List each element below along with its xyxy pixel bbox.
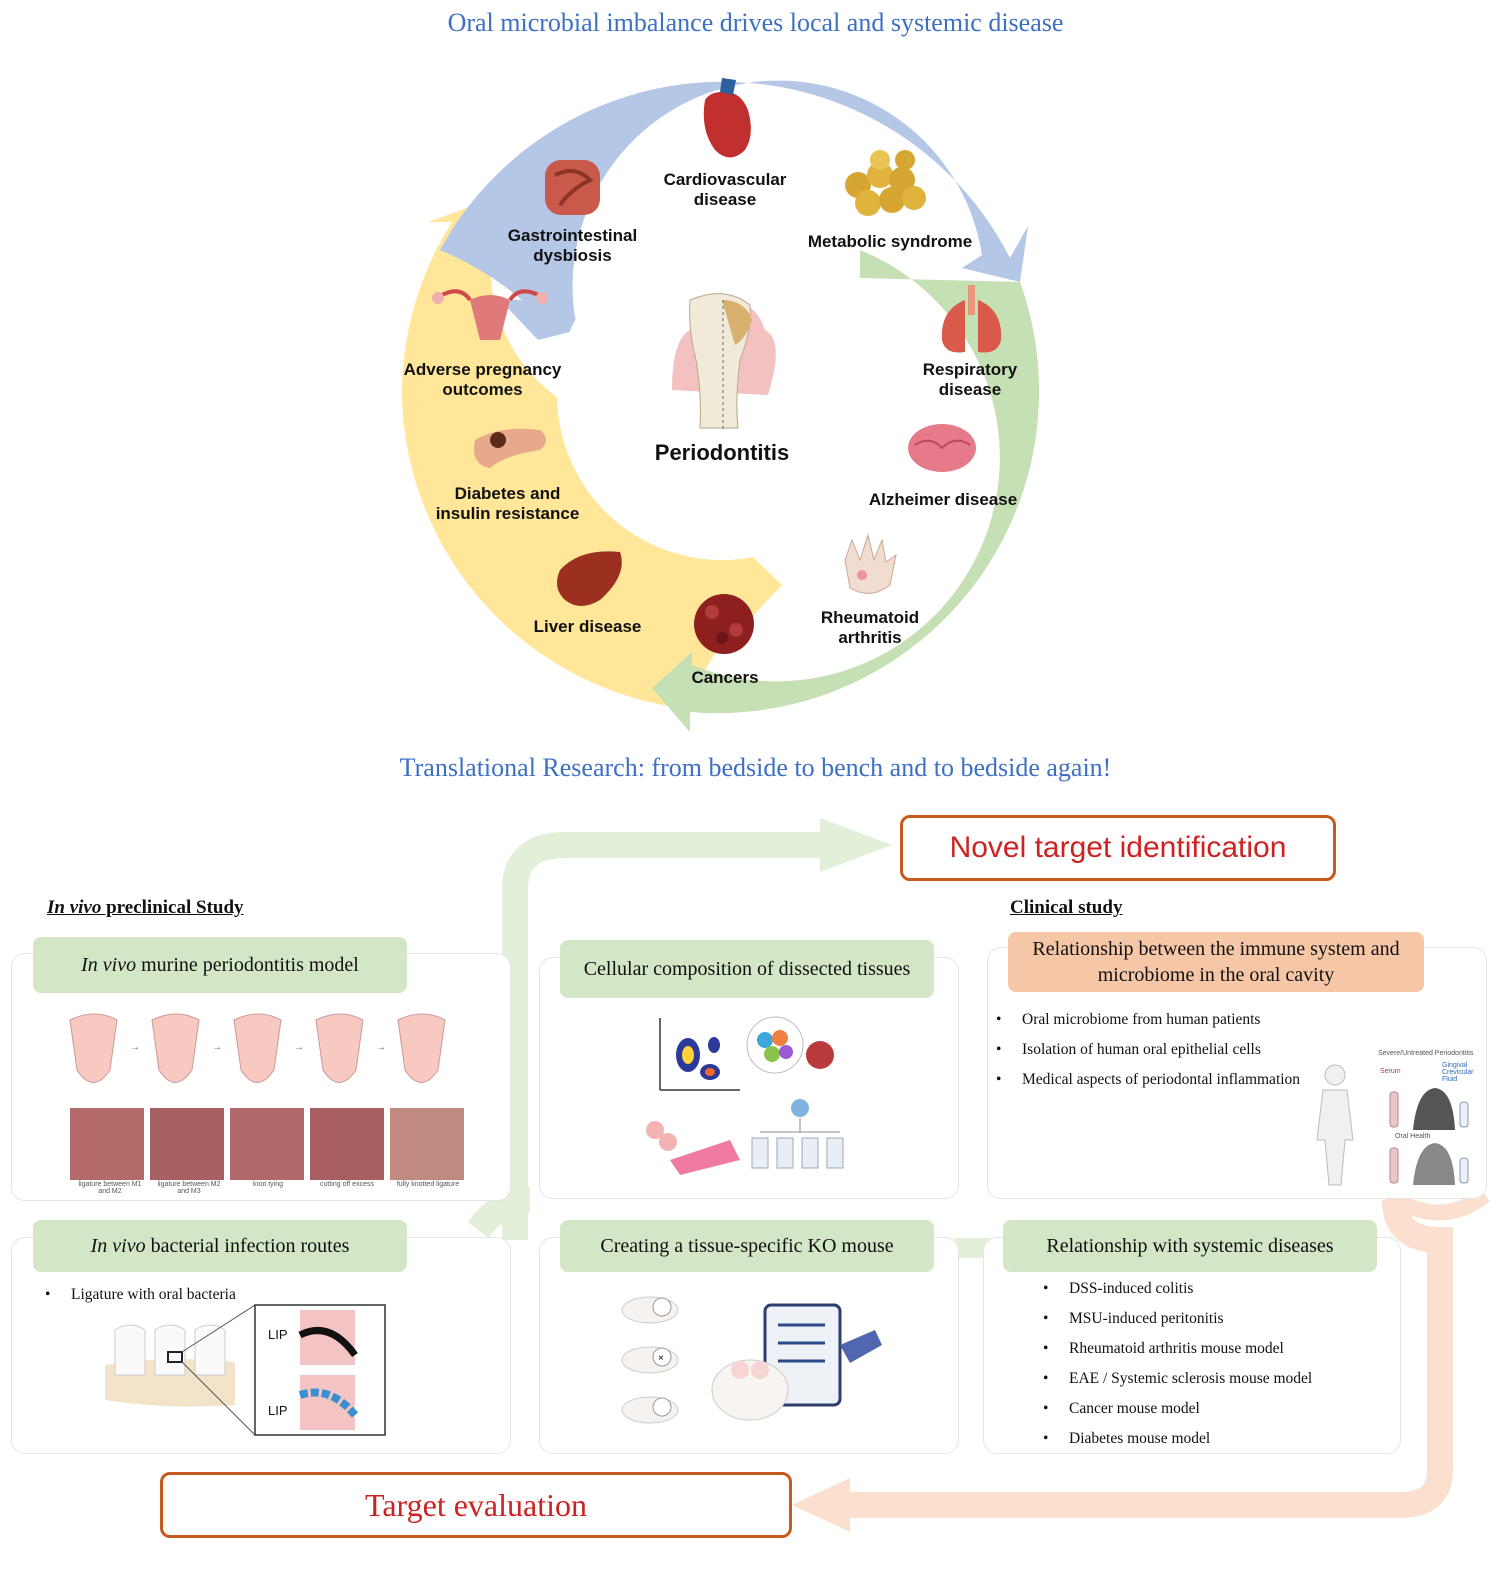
svg-text:×: × <box>658 1353 664 1364</box>
label-cardiovascular: Cardiovascular disease <box>663 170 787 210</box>
label-gastrointestinal: Gastrointestinal dysbiosis <box>507 226 638 266</box>
intestine-icon <box>545 160 600 215</box>
preclinical-heading: In vivo preclinical Study <box>47 897 244 919</box>
systemic-bullet: •Cancer mouse model <box>1043 1400 1200 1417</box>
immune-bullet: •Medical aspects of periodontal inflamma… <box>996 1071 1301 1088</box>
immune-bullet: •Oral microbiome from human patients <box>996 1011 1261 1028</box>
murine-step-1: ligature between M1 and M2 <box>78 1181 142 1195</box>
ko-figure: × <box>621 1296 882 1424</box>
preclinical-heading-italic: In vivo <box>47 897 102 918</box>
middle-title: Translational Research: from bedside to … <box>399 753 1112 782</box>
lip-label-2: LIP <box>268 1403 288 1418</box>
jaw-diagram-5 <box>397 1013 446 1083</box>
infection-figure <box>105 1304 386 1436</box>
murine-step-3: knot tying <box>253 1181 283 1188</box>
label-alzheimer: Alzheimer disease <box>868 490 1018 509</box>
jaw-diagram-1 <box>69 1013 118 1083</box>
target-evaluation-box: Target evaluation <box>160 1472 792 1538</box>
infection-title-italic: In vivo <box>90 1235 146 1257</box>
cycle-diagram <box>401 78 1040 732</box>
murine-figure: → → → → <box>69 1013 464 1180</box>
immune-fig-health: Oral Health <box>1395 1133 1431 1140</box>
uterus-icon <box>432 289 548 340</box>
label-pregnancy: Adverse pregnancy outcomes <box>403 360 562 400</box>
murine-step-4: cutting off excess <box>320 1181 374 1188</box>
brain-icon <box>908 424 976 472</box>
immune-title: Relationship between the immune system a… <box>1008 932 1424 992</box>
center-label: Periodontitis <box>654 440 790 465</box>
infection-bullets: •Ligature with oral bacteria <box>45 1280 236 1310</box>
murine-step-5: fully knotted ligature <box>396 1181 460 1188</box>
cellular-figure <box>646 1016 844 1175</box>
label-liver: Liver disease <box>533 617 642 636</box>
label-respiratory: Respiratory disease <box>922 360 1018 400</box>
jaw-diagram-2 <box>151 1013 200 1083</box>
infection-title-rest: bacterial infection routes <box>145 1235 350 1257</box>
top-title: Oral microbial imbalance drives local an… <box>447 8 1064 37</box>
immune-fig-serum: Serum <box>1380 1068 1401 1075</box>
novel-target-text: Novel target identification <box>949 831 1287 864</box>
jaw-diagram-3 <box>233 1013 282 1083</box>
systemic-bullet: •EAE / Systemic sclerosis mouse model <box>1043 1370 1313 1387</box>
lip-label-1: LIP <box>268 1327 288 1342</box>
liver-icon <box>556 551 622 606</box>
systemic-bullet: •MSU-induced peritonitis <box>1043 1310 1224 1327</box>
lungs-icon <box>941 285 1002 353</box>
tooth-icon <box>672 293 776 430</box>
svg-text:→: → <box>130 1042 140 1053</box>
immune-fig-gcf: Gingival Crevicular Fluid <box>1442 1062 1474 1083</box>
blue-arc <box>440 80 1028 341</box>
fat-cells-icon <box>845 150 926 216</box>
murine-title: In vivo murine periodontitis model <box>33 937 407 993</box>
novel-target-box: Novel target identification <box>900 815 1336 881</box>
label-diabetes: Diabetes and insulin resistance <box>435 484 580 524</box>
immune-figure <box>1316 1064 1469 1186</box>
systemic-bullets: •DSS-induced colitis •MSU-induced perito… <box>1043 1274 1312 1454</box>
label-cancers: Cancers <box>691 668 759 687</box>
clinical-heading: Clinical study <box>1010 897 1123 918</box>
label-metabolic: Metabolic syndrome <box>807 232 973 251</box>
cellular-title: Cellular composition of dissected tissue… <box>560 940 934 998</box>
murine-step-2: ligature between M2 and M3 <box>157 1181 221 1195</box>
svg-text:→: → <box>212 1042 222 1053</box>
systemic-bullet: •Diabetes mouse model <box>1043 1430 1211 1447</box>
ko-title: Creating a tissue-specific KO mouse <box>560 1220 934 1272</box>
systemic-bullet: •DSS-induced colitis <box>1043 1280 1194 1297</box>
pancreas-icon <box>474 428 546 468</box>
systemic-title: Relationship with systemic diseases <box>1003 1220 1377 1272</box>
hand-icon <box>844 533 897 594</box>
immune-fig-severe: Severe/Untreated Periodontitis <box>1378 1050 1474 1057</box>
green-arc <box>652 250 1040 732</box>
immune-bullets: •Oral microbiome from human patients •Is… <box>996 1005 1300 1095</box>
svg-text:→: → <box>294 1042 304 1053</box>
label-rheumatoid: Rheumatoid arthritis <box>820 608 920 648</box>
target-evaluation-text: Target evaluation <box>365 1486 587 1523</box>
preclinical-heading-rest: preclinical Study <box>101 897 244 918</box>
jaw-diagram-4 <box>315 1013 364 1083</box>
infection-bullet: •Ligature with oral bacteria <box>45 1286 236 1303</box>
tumor-icon <box>694 594 754 654</box>
murine-title-italic: In vivo <box>81 954 137 976</box>
systemic-panel <box>983 1237 1401 1454</box>
immune-bullet: •Isolation of human oral epithelial cell… <box>996 1041 1261 1058</box>
murine-title-rest: murine periodontitis model <box>136 954 359 976</box>
svg-text:→: → <box>376 1042 386 1053</box>
systemic-bullet: •Rheumatoid arthritis mouse model <box>1043 1340 1284 1357</box>
heart-icon <box>703 78 751 158</box>
infection-title: In vivo bacterial infection routes <box>33 1220 407 1272</box>
